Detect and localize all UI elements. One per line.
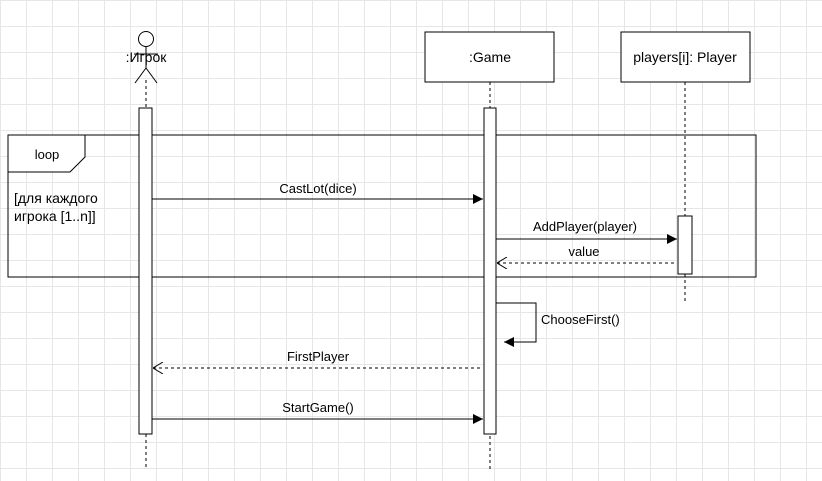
- activation-players[interactable]: [677, 215, 693, 275]
- participant-game-box[interactable]: [424, 31, 555, 83]
- loop-operator-label: loop: [35, 147, 60, 162]
- loop-guard-line2: игрока [1..n]]: [14, 208, 96, 224]
- actor-icon[interactable]: [134, 31, 158, 84]
- activation-actor[interactable]: [138, 107, 153, 435]
- message-addplayer-label: AddPlayer(player): [533, 219, 637, 234]
- message-choosefirst-label: ChooseFirst(): [541, 312, 620, 327]
- participant-players-box[interactable]: [620, 31, 751, 83]
- activation-game[interactable]: [483, 107, 497, 435]
- message-castlot-label: CastLot(dice): [279, 181, 356, 196]
- loop-fragment[interactable]: [7, 134, 757, 278]
- message-firstplayer-label: FirstPlayer: [287, 349, 350, 364]
- loop-guard-line1: [для каждого: [14, 190, 98, 206]
- message-value-label: value: [568, 244, 599, 259]
- participant-players-label: players[i]: Player: [633, 49, 737, 65]
- participant-game-label: :Game: [469, 49, 511, 65]
- actor-label: :Игрок: [126, 49, 168, 65]
- loop-operator-tab: [7, 134, 86, 173]
- message-choosefirst-arrow[interactable]: [496, 302, 537, 347]
- message-startgame-label: StartGame(): [282, 400, 354, 415]
